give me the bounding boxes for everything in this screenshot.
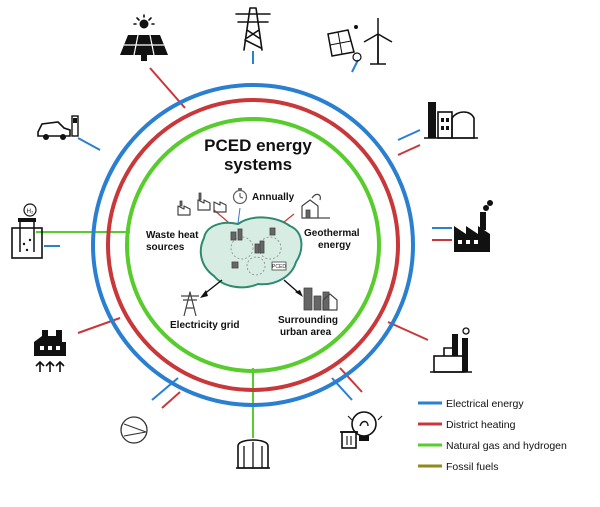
hydrogen-electrolyzer-icon: H₂ xyxy=(11,203,43,259)
legend-item-electrical: Electrical energy xyxy=(418,398,524,410)
map-tag: PCED xyxy=(272,264,286,270)
power-pylon-icon xyxy=(235,7,271,51)
legend-label-fossil: Fossil fuels xyxy=(446,461,499,473)
annually-label: Annually xyxy=(252,192,295,203)
legend-item-heating: District heating xyxy=(418,419,516,431)
connectors xyxy=(36,51,452,438)
gas-tank-icon xyxy=(236,439,270,469)
waste-heat-label-line-1: Waste heat xyxy=(146,230,199,241)
refinery-icon xyxy=(430,327,472,373)
heat-pump-icon xyxy=(120,416,148,444)
electrical-energy-ring xyxy=(91,83,415,407)
legend-label-heating: District heating xyxy=(446,419,516,431)
surrounding-urban-area-icon xyxy=(303,287,338,311)
district-heating-ring xyxy=(106,98,400,392)
legend-item-gas: Natural gas and hydrogen xyxy=(418,440,567,452)
geothermal-label-line-1: Geothermal xyxy=(304,228,360,239)
electricity-grid-icon xyxy=(181,291,199,317)
surrounding-label-line-1: Surrounding xyxy=(278,315,338,326)
electricity-grid-label: Electricity grid xyxy=(170,320,239,331)
legend: Electrical energy District heating Natur… xyxy=(418,398,567,473)
heat-plant-icon xyxy=(34,330,66,372)
electric-car-icon xyxy=(37,115,79,140)
svg-text:H₂: H₂ xyxy=(27,209,34,215)
legend-label-electrical: Electrical energy xyxy=(446,398,524,410)
solar-panel-icon xyxy=(120,14,168,61)
factory-silo-icon xyxy=(424,102,478,139)
waste-to-energy-icon xyxy=(340,411,383,449)
annually-icon xyxy=(232,188,248,205)
diagram-title-line-2: systems xyxy=(224,155,292,174)
solar-and-wind-icon xyxy=(327,18,393,65)
pced-map: PCED xyxy=(199,207,303,298)
gas-hydrogen-ring xyxy=(125,117,381,373)
legend-label-gas: Natural gas and hydrogen xyxy=(446,440,567,452)
geothermal-label-line-2: energy xyxy=(318,240,351,251)
geothermal-icon xyxy=(301,193,330,219)
diagram-title-line-1: PCED energy xyxy=(204,136,312,155)
pced-area-outline xyxy=(199,216,303,289)
industry-icon xyxy=(454,200,493,252)
waste-heat-label-line-2: sources xyxy=(146,242,185,253)
legend-item-fossil: Fossil fuels xyxy=(418,461,499,473)
waste-heat-sources-icon xyxy=(177,192,227,216)
surrounding-label-line-2: urban area xyxy=(280,327,332,338)
